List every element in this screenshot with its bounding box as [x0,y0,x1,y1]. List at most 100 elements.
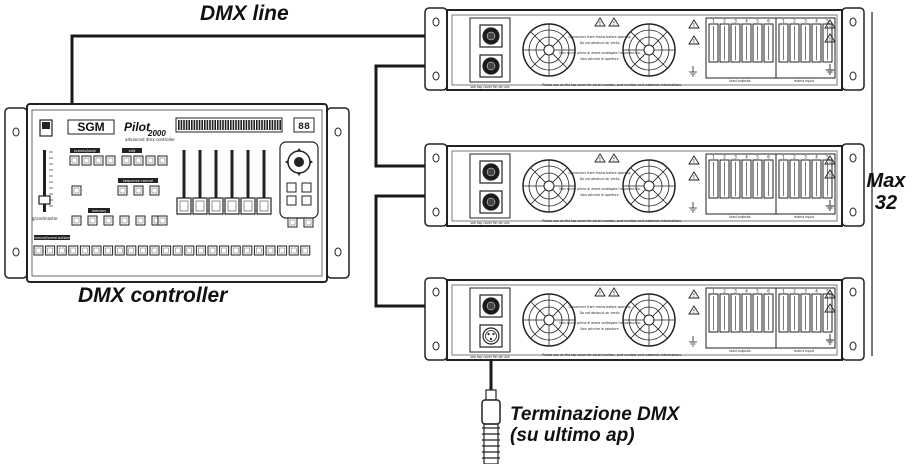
terminator-body [482,400,500,424]
led-segment [251,120,253,130]
terminal-number: 6 [767,19,770,24]
bottom-button-12[interactable] [162,246,171,255]
dmx-out-connector[interactable] [480,191,502,213]
edit-button-2[interactable] [134,156,143,165]
warning-text-it: Non ostruire le aperture. [580,327,619,331]
led-segment [233,120,235,130]
memory-button-3[interactable] [104,216,113,225]
memory-button-1[interactable] [72,216,81,225]
outputs-label: load outputs [729,349,751,353]
warning-text: Disconnect from mains before opening. [569,35,632,39]
joystick-button-a[interactable] [287,183,296,192]
max-label-line2: 32 [864,192,908,214]
dmx-in-connector[interactable] [480,295,502,317]
dmx-out-connector[interactable] [480,325,502,347]
terminator-grip [482,424,500,464]
joystick-button-b[interactable] [302,183,311,192]
button-cap [185,246,194,255]
joystick-button-c[interactable] [287,196,296,205]
joystick-button-d[interactable] [302,196,311,205]
button-cap [104,246,113,255]
button-cap [196,246,205,255]
bottom-button-7[interactable] [104,246,113,255]
led-segment [186,120,188,130]
scene-button-3[interactable] [94,156,103,165]
any-button[interactable] [158,216,167,225]
led-segment [269,120,271,130]
bottom-button-21[interactable] [266,246,275,255]
edit-button-4[interactable] [158,156,167,165]
terminal-number: 1 [782,155,785,160]
led-segment [199,120,201,130]
bottom-button-15[interactable] [196,246,205,255]
tap-button[interactable] [72,186,81,195]
scene-button-2[interactable] [82,156,91,165]
power-switch-rocker [42,122,50,129]
led-segment [240,120,242,130]
edit-button-3[interactable] [146,156,155,165]
button-cap [72,216,81,225]
warning-text: Do not obstruct air vents. [580,41,621,45]
bottom-button-19[interactable] [243,246,252,255]
bottom-button-13[interactable] [173,246,182,255]
page-button-1[interactable] [288,218,297,227]
edit-button-1[interactable] [122,156,131,165]
bottom-button-3[interactable] [57,246,66,255]
bottom-button-9[interactable] [127,246,136,255]
bottom-button-18[interactable] [231,246,240,255]
amplifier-3: see top cover for pin out!!!!Disconnect … [425,278,864,360]
led-segment [217,120,219,130]
terminal-number: 5 [756,289,759,294]
bottom-button-4[interactable] [69,246,78,255]
sequence-button-1[interactable] [118,186,127,195]
dmx-controller: SGM Pilot 2000 advanced dmx controller 8… [5,104,349,282]
terminal-number: 2 [793,289,796,294]
sequence-button-3[interactable] [150,186,159,195]
bottom-button-1[interactable] [34,246,43,255]
led-segment [256,120,258,130]
dmx-in-connector[interactable] [480,161,502,183]
fan-hub [544,315,554,325]
bottom-button-17[interactable] [220,246,229,255]
button-cap [158,156,167,165]
led-segment [238,120,240,130]
warning-text-it: Non ostruire le aperture. [580,57,619,61]
sequence-button-2[interactable] [134,186,143,195]
dmx-in-connector[interactable] [480,25,502,47]
grandmaster-fader-knob[interactable] [39,196,50,204]
led-segment [201,120,203,130]
fader-knob [241,198,255,214]
bottom-button-16[interactable] [208,246,217,255]
dmx-out-connector[interactable] [480,55,502,77]
memory-button-4[interactable] [120,216,129,225]
max-count-label: Max 32 [864,170,908,214]
bottom-button-2[interactable] [46,246,55,255]
bottom-button-23[interactable] [289,246,298,255]
numeric-display-digits: 88 [298,122,310,133]
bottom-button-5[interactable] [80,246,89,255]
terminal-number: 1 [712,289,715,294]
memory-button-5[interactable] [136,216,145,225]
memory-button-2[interactable] [88,216,97,225]
scene-button-1[interactable] [70,156,79,165]
led-segment [214,120,216,130]
bottom-button-10[interactable] [138,246,147,255]
led-segment [261,120,263,130]
led-segment [246,120,248,130]
serial-note: Please see on the top cover for serial n… [542,219,682,223]
terminal-number: 5 [756,155,759,160]
scene-button-4[interactable] [106,156,115,165]
bottom-button-11[interactable] [150,246,159,255]
bottom-button-14[interactable] [185,246,194,255]
led-segment [243,120,245,130]
terminal-number: 6 [767,155,770,160]
page-button-2[interactable] [304,218,313,227]
bottom-button-20[interactable] [254,246,263,255]
bottom-button-24[interactable] [301,246,310,255]
bottom-button-22[interactable] [278,246,287,255]
bottom-button-6[interactable] [92,246,101,255]
bottom-button-8[interactable] [115,246,124,255]
terminal-number: 3 [804,19,807,24]
terminal-number: 1 [712,155,715,160]
